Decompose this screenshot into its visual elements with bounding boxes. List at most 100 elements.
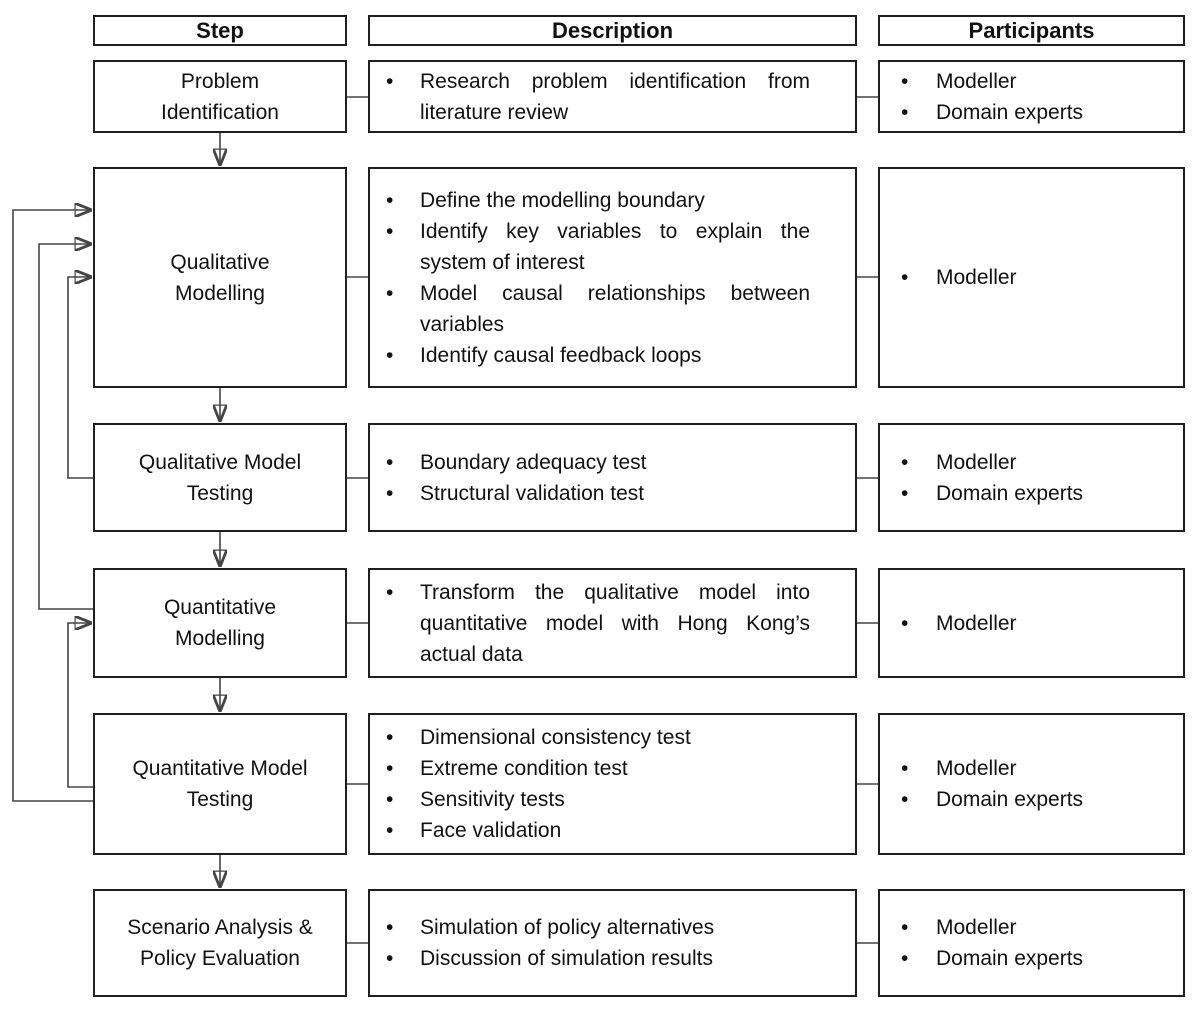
bullet-icon: • bbox=[386, 916, 394, 939]
description-item-text: Transform the qualitative model into qua… bbox=[420, 580, 810, 666]
description-item: • Model causal relationships between vari… bbox=[386, 278, 855, 340]
bullet-icon: • bbox=[386, 343, 394, 367]
step-box-problem-identification: Problem Identification bbox=[93, 60, 347, 133]
description-item: • Boundary adequacy test bbox=[386, 447, 855, 478]
bullet-icon: • bbox=[901, 788, 909, 811]
bullet-icon: • bbox=[901, 450, 909, 474]
column-header-description-label: Description bbox=[551, 18, 674, 43]
step-box-qualitative-modelling: Qualitative Modelling bbox=[93, 167, 347, 388]
step-label: Problem Identification bbox=[161, 69, 279, 124]
column-header-description: Description bbox=[368, 15, 857, 46]
bullet-icon: • bbox=[386, 281, 394, 305]
step-box-quantitative-model-testing: Quantitative Model Testing bbox=[93, 713, 347, 855]
participants-box-quantitative-model-testing: •Modeller • Domain experts bbox=[878, 713, 1185, 855]
step-label: Scenario Analysis & Policy Evaluation bbox=[127, 916, 313, 970]
description-item: •Dimensional consistency test bbox=[386, 722, 855, 753]
description-item: • Transform the qualitative model into qu… bbox=[386, 577, 855, 670]
description-item-text: Simulation of policy alternatives bbox=[420, 916, 715, 939]
step-box-qualitative-model-testing: Qualitative Model Testing bbox=[93, 423, 347, 532]
participant-item: • Domain experts bbox=[901, 784, 1183, 815]
description-item-text: Define the modelling boundary bbox=[420, 188, 705, 212]
bullet-icon: • bbox=[386, 819, 394, 842]
participant-item-text: Modeller bbox=[936, 450, 1017, 474]
step-label: Qualitative Modelling bbox=[170, 250, 270, 305]
column-header-participants-label: Participants bbox=[968, 18, 1095, 43]
column-header-step: Step bbox=[93, 15, 347, 46]
participant-item: • Modeller bbox=[901, 912, 1183, 943]
feedback-arrow-qualtest-to-qualmodel bbox=[67, 277, 93, 479]
description-box-qualitative-model-testing: • Boundary adequacy test • Structural vali… bbox=[368, 423, 857, 532]
participants-box-problem-identification: • Modeller • Domain experts bbox=[878, 60, 1185, 133]
participant-item-text: Domain experts bbox=[936, 788, 1084, 811]
description-box-quantitative-modelling: • Transform the qualitative model into qu… bbox=[368, 568, 857, 678]
participants-box-qualitative-model-testing: • Modeller • Domain experts bbox=[878, 423, 1185, 532]
step-box-scenario-analysis-policy-evaluation: Scenario Analysis & Policy Evaluation bbox=[93, 889, 347, 997]
bullet-icon: • bbox=[901, 266, 909, 289]
participant-item-text: Domain experts bbox=[936, 947, 1084, 970]
bullet-icon: • bbox=[901, 916, 909, 939]
bullet-icon: • bbox=[901, 947, 909, 970]
participants-box-qualitative-modelling: • Modeller bbox=[878, 167, 1185, 388]
participant-item: •Modeller bbox=[901, 608, 1183, 639]
bullet-icon: • bbox=[386, 788, 394, 811]
bullet-icon: • bbox=[901, 69, 909, 93]
description-item: •Discussion of simulation results bbox=[386, 943, 855, 974]
participants-box-quantitative-modelling: •Modeller bbox=[878, 568, 1185, 678]
bullet-icon: • bbox=[386, 726, 394, 749]
description-item: • Sensitivity tests bbox=[386, 784, 855, 815]
bullet-icon: • bbox=[901, 100, 909, 124]
description-item-text: Extreme condition test bbox=[420, 757, 628, 780]
feedback-arrows bbox=[12, 210, 93, 802]
step-label: Quantitative Model Testing bbox=[132, 757, 308, 811]
step-label: Quantitative Modelling bbox=[163, 596, 277, 650]
bullet-icon: • bbox=[386, 757, 394, 780]
participant-item: • Domain experts bbox=[901, 97, 1183, 128]
description-item: • Simulation of policy alternatives bbox=[386, 912, 855, 943]
participant-item-text: Modeller bbox=[936, 266, 1017, 289]
bullet-icon: • bbox=[386, 481, 394, 505]
bullet-icon: • bbox=[901, 757, 909, 780]
description-item-text: Identify causal feedback loops bbox=[420, 343, 702, 367]
description-item: • Define the modelling boundary bbox=[386, 185, 855, 216]
description-item: • Research problem identification from li… bbox=[386, 66, 855, 128]
description-item-text: Identify key variables to explain the sy… bbox=[420, 219, 810, 274]
row-connectors bbox=[347, 96, 878, 944]
description-item: • Structural validation test bbox=[386, 478, 855, 509]
description-item-text: Boundary adequacy test bbox=[420, 450, 647, 474]
description-item: •Identify key variables to explain the s… bbox=[386, 216, 855, 278]
bullet-icon: • bbox=[386, 188, 394, 212]
description-item-text: Structural validation test bbox=[420, 481, 645, 505]
bullet-icon: • bbox=[386, 580, 394, 604]
bullet-icon: • bbox=[386, 947, 394, 970]
bullet-icon: • bbox=[386, 69, 394, 93]
description-box-quantitative-model-testing: •Dimensional consistency test • Extreme c… bbox=[368, 713, 857, 855]
bullet-icon: • bbox=[386, 450, 394, 474]
description-box-scenario-analysis-policy-evaluation: • Simulation of policy alternatives •Disc… bbox=[368, 889, 857, 997]
description-item: • Identify causal feedback loops bbox=[386, 340, 855, 371]
description-item-text: Sensitivity tests bbox=[420, 788, 565, 811]
column-header-participants: Participants bbox=[878, 15, 1185, 46]
participant-item: • Modeller bbox=[901, 66, 1183, 97]
participant-item: • Domain experts bbox=[901, 943, 1183, 974]
participant-item-text: Domain experts bbox=[936, 100, 1084, 124]
description-item-text: Face validation bbox=[420, 819, 562, 842]
participant-item-text: Modeller bbox=[936, 916, 1017, 939]
description-item: • Face validation bbox=[386, 815, 855, 846]
feedback-arrow-quanttest-to-quantmodel bbox=[67, 623, 93, 788]
description-box-qualitative-modelling: •Define the modelling boundary •Identify… bbox=[368, 167, 857, 388]
participant-item-text: Modeller bbox=[936, 69, 1017, 93]
feedback-arrow-quantmodel-to-qualmodel bbox=[38, 244, 93, 610]
description-item-text: Research problem identification from lit… bbox=[420, 69, 810, 124]
step-label: Qualitative Model Testing bbox=[138, 450, 302, 505]
participant-item: •Modeller bbox=[901, 753, 1183, 784]
description-box-problem-identification: • Research problem identification from li… bbox=[368, 60, 857, 133]
description-item-text: Model causal relationships between varia… bbox=[420, 281, 810, 336]
participant-item-text: Domain experts bbox=[936, 481, 1084, 505]
bullet-icon: • bbox=[901, 481, 909, 505]
participant-item-text: Modeller bbox=[936, 611, 1017, 635]
participants-box-scenario-analysis-policy-evaluation: • Modeller • Domain experts bbox=[878, 889, 1185, 997]
participant-item: • Modeller bbox=[901, 262, 1183, 293]
feedback-arrow-quanttest-to-qualmodel bbox=[12, 210, 93, 802]
